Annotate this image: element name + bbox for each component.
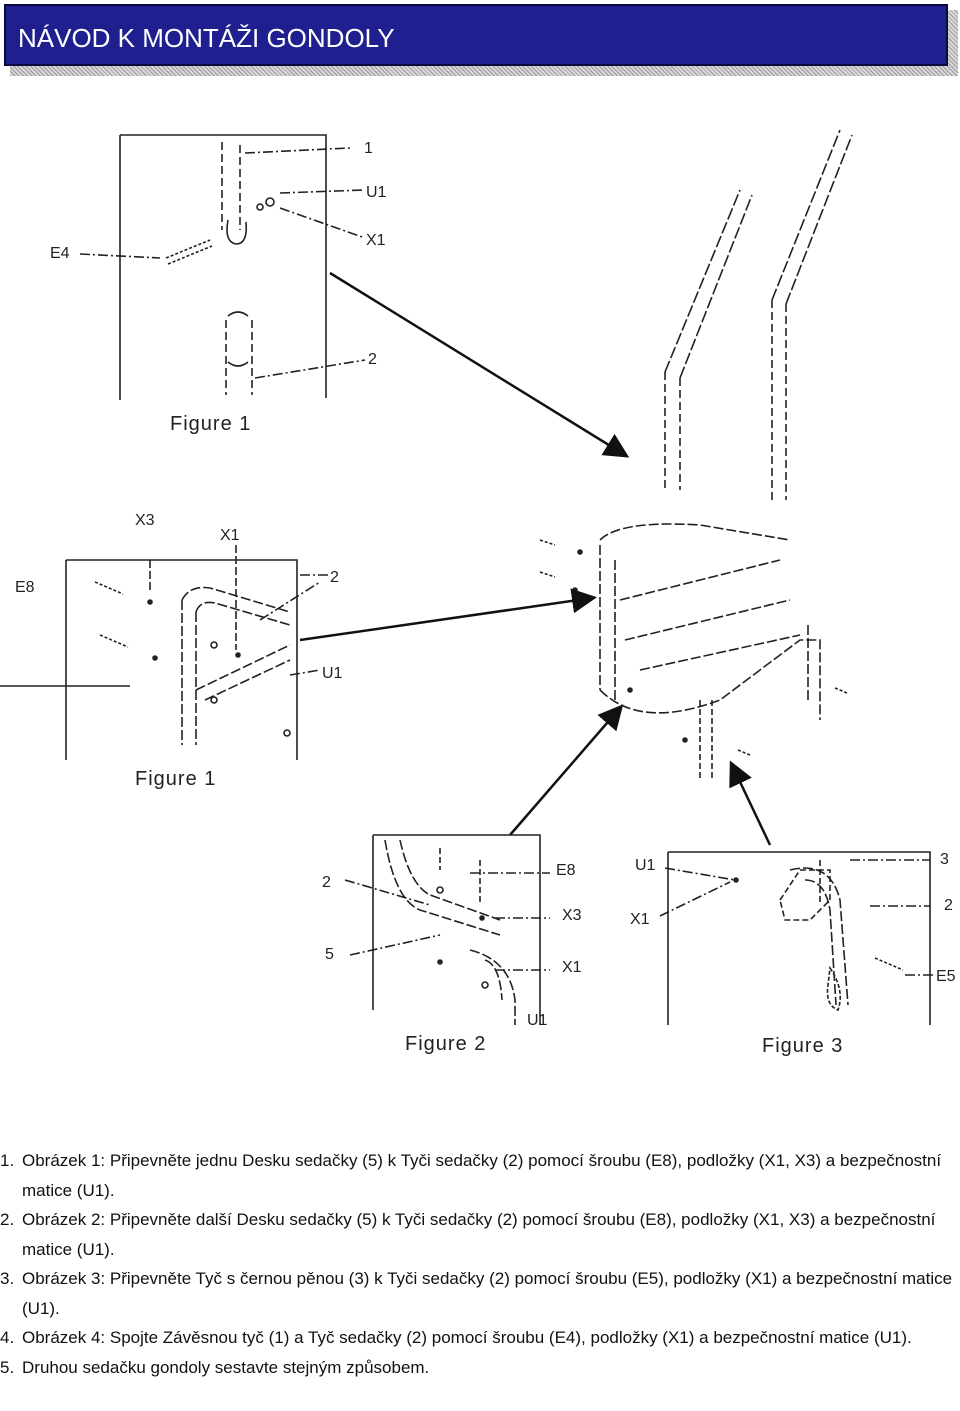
fig1a-label-x1: X1 bbox=[366, 232, 386, 249]
assembly-steps: 1. Obrázek 1: Připevněte jednu Desku seda… bbox=[0, 1146, 960, 1382]
fig1a-label-u1: U1 bbox=[366, 184, 387, 201]
step-text: Obrázek 1: Připevněte jednu Desku sedačk… bbox=[22, 1151, 942, 1200]
figure-2 bbox=[344, 834, 550, 1025]
fig2-label-part2: 2 bbox=[322, 874, 331, 891]
fig3-label-x1: X1 bbox=[630, 911, 650, 928]
step-item: 1. Obrázek 1: Připevněte jednu Desku seda… bbox=[0, 1146, 960, 1205]
fig3-label-e5: E5 bbox=[936, 968, 956, 985]
fig1b-caption: Figure 1 bbox=[135, 768, 216, 790]
fig3-caption: Figure 3 bbox=[762, 1035, 843, 1057]
step-item: 4. Obrázek 4: Spojte Závěsnou tyč (1) a T… bbox=[0, 1323, 960, 1353]
step-text: Druhou sedačku gondoly sestavte stejným … bbox=[22, 1357, 430, 1377]
step-text: Obrázek 4: Spojte Závěsnou tyč (1) a Tyč… bbox=[22, 1328, 912, 1347]
fig1a-label-part1: 1 bbox=[364, 140, 373, 157]
fig3-label-part2: 2 bbox=[944, 897, 953, 914]
fig1a-label-part2: 2 bbox=[368, 351, 377, 368]
fig1a-label-e4: E4 bbox=[50, 245, 70, 262]
fig2-label-part5: 5 bbox=[325, 946, 334, 963]
fig1a-caption: Figure 1 bbox=[170, 413, 251, 435]
fig2-label-x1: X1 bbox=[562, 959, 582, 976]
assembly-diagram: 1 U1 X1 E4 2 Figure 1 bbox=[0, 129, 956, 1057]
fig1b-label-part2: 2 bbox=[330, 569, 339, 586]
fig1b-label-x3: X3 bbox=[135, 512, 155, 529]
fig2-caption: Figure 2 bbox=[405, 1033, 486, 1055]
step-number: 3. bbox=[0, 1269, 15, 1288]
page-title: NÁVOD K MONTÁŽI GONDOLY bbox=[18, 23, 395, 53]
fig1b-label-x1: X1 bbox=[220, 527, 240, 544]
fig3-label-u1: U1 bbox=[635, 857, 656, 874]
step-item: 2. Obrázek 2: Připevněte další Desku seda… bbox=[0, 1205, 960, 1264]
step-text: Obrázek 3: Připevněte Tyč s černou pěnou… bbox=[22, 1269, 953, 1318]
step-item: 3. Obrázek 3: Připevněte Tyč s černou pěn… bbox=[0, 1264, 960, 1323]
main-assembly bbox=[539, 129, 853, 780]
fig2-label-x3: X3 bbox=[562, 907, 582, 924]
figure-1-top bbox=[79, 134, 366, 400]
step-number: 1. bbox=[0, 1151, 15, 1170]
fig1b-label-u1: U1 bbox=[322, 665, 343, 682]
step-number: 4. bbox=[0, 1328, 15, 1347]
step-number: 2. bbox=[0, 1210, 15, 1229]
figure-1-middle bbox=[0, 545, 330, 760]
arrows bbox=[299, 271, 772, 846]
step-number: 5. bbox=[0, 1357, 15, 1377]
step-text: Obrázek 2: Připevněte další Desku sedačk… bbox=[22, 1210, 936, 1259]
step-item: 5. Druhou sedačku gondoly sestavte stejný… bbox=[0, 1353, 960, 1383]
fig3-label-part3: 3 bbox=[940, 851, 949, 868]
figure-3 bbox=[659, 851, 935, 1025]
header-banner: NÁVOD K MONTÁŽI GONDOLY bbox=[4, 4, 948, 66]
fig2-label-u1: U1 bbox=[527, 1012, 548, 1029]
fig2-label-e8: E8 bbox=[556, 862, 576, 879]
fig1b-label-e8: E8 bbox=[15, 579, 35, 596]
